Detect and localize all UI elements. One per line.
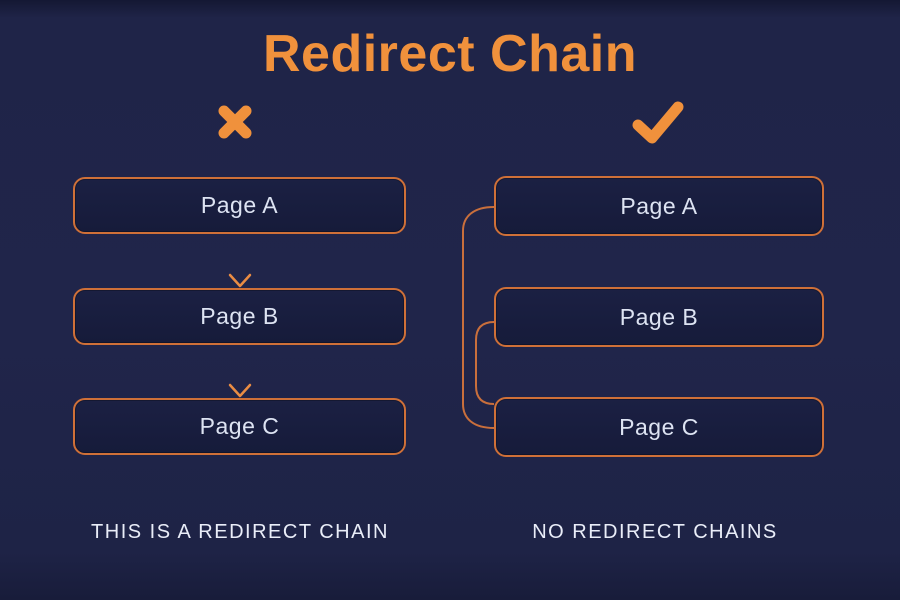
page-a-box-right: Page A [494, 176, 824, 236]
page-c-label-left: Page C [199, 413, 280, 439]
left-caption: THIS IS A REDIRECT CHAIN [91, 521, 389, 543]
page-c-box-left: Page C [73, 398, 406, 455]
page-title: Redirect Chain [263, 25, 637, 83]
arrow-down-icon [228, 234, 252, 288]
page-a-box-left: Page A [73, 177, 406, 234]
page-a-label-left: Page A [200, 192, 279, 218]
connector-curves [462, 206, 495, 429]
page-a-label-right: Page A [620, 192, 698, 219]
right-caption: NO REDIRECT CHAINS [532, 521, 778, 543]
connector-a-to-c [462, 206, 495, 429]
page-c-box-right: Page C [494, 397, 824, 457]
page-b-box-left: Page B [73, 288, 406, 345]
arrow-down-icon [228, 345, 252, 398]
page-b-label-right: Page B [619, 303, 699, 330]
page-c-label-right: Page C [619, 413, 699, 440]
connector-b-to-c [475, 321, 495, 405]
check-icon [632, 101, 684, 144]
page-b-label-left: Page B [200, 303, 279, 329]
page-b-box-right: Page B [494, 287, 824, 347]
cross-icon [218, 105, 252, 139]
